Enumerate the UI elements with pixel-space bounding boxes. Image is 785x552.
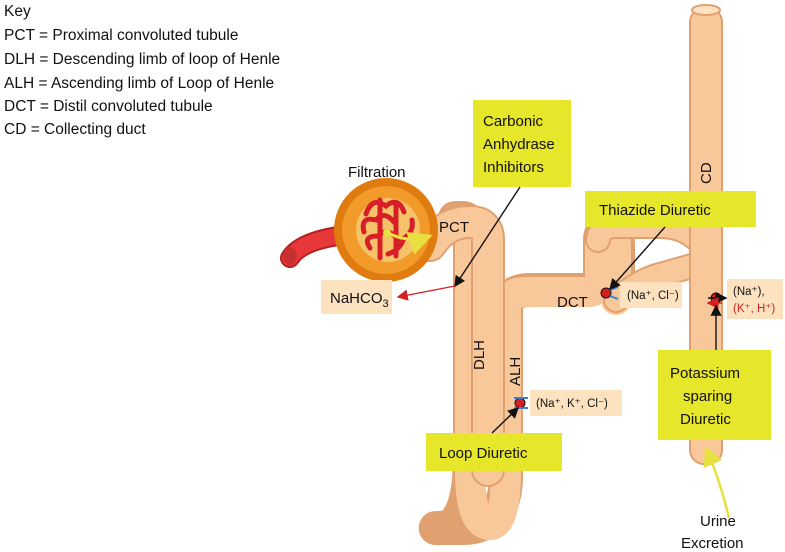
potassium-sparing-box: Potassium sparing Diuretic [658, 350, 771, 440]
key-line-dlh: DLH = Descending limb of loop of Henle [4, 51, 280, 68]
potassium-line-2: sparing [683, 388, 732, 405]
nahco3-bg [321, 280, 392, 314]
cd-ion-box: (Na⁺), (K⁺, H⁺) [727, 279, 783, 319]
loop-diuretic-box: Loop Diuretic [426, 433, 562, 471]
nahco3-text: NaHCO3 [330, 290, 389, 310]
glomerulus [280, 178, 438, 282]
cd-ion-na: (Na⁺), [733, 286, 765, 298]
loop-transporter [514, 397, 528, 409]
key-legend: Key PCT = Proximal convoluted tubule DLH… [4, 3, 280, 138]
key-line-cd: CD = Collecting duct [4, 121, 146, 138]
key-line-pct: PCT = Proximal convoluted tubule [4, 27, 239, 44]
dct-ion-box: (Na⁺, Cl⁻) [620, 282, 682, 308]
cd-ion-kh: (K⁺, H⁺) [733, 303, 775, 315]
vessel-end [283, 247, 297, 265]
thiazide-bg [585, 191, 756, 227]
dlh-label: DLH [471, 340, 488, 370]
key-line-dct: DCT = Distil convoluted tubule [4, 98, 213, 115]
carbonic-line-2: Anhydrase [483, 136, 555, 153]
urine-arrow [703, 445, 731, 519]
loop-diuretic-text: Loop Diuretic [439, 445, 528, 462]
dct-ion-text: (Na⁺, Cl⁻) [627, 290, 679, 302]
dct-label: DCT [557, 294, 588, 311]
dct-transporter-dot [600, 287, 612, 299]
cd-ion-bg [727, 279, 783, 319]
potassium-sparing-bg [658, 350, 771, 440]
carbonic-line-3: Inhibitors [483, 159, 544, 176]
collecting-duct-top [691, 4, 721, 16]
urine-label-line-2: Excretion [681, 535, 744, 552]
potassium-line-1: Potassium [670, 365, 740, 382]
dct-transporter-arrow-2 [609, 295, 619, 300]
key-line-alh: ALH = Ascending limb of Loop of Henle [4, 75, 274, 92]
carbonic-pointer-arrow [454, 186, 521, 288]
cd-transporter [706, 292, 728, 309]
potassium-line-3: Diuretic [680, 411, 731, 428]
alh-label: ALH [507, 357, 524, 386]
carbonic-anhydrase-bg [473, 100, 571, 187]
thiazide-pointer-arrow [609, 226, 666, 291]
loop-ion-box: (Na⁺, K⁺, Cl⁻) [530, 390, 622, 416]
nahco3-box: NaHCO3 [321, 280, 392, 314]
urine-label-line-1: Urine [700, 513, 736, 530]
thiazide-box: Thiazide Diuretic [585, 191, 756, 227]
loop-ion-text: (Na⁺, K⁺, Cl⁻) [536, 398, 608, 410]
filtrate-dot [383, 229, 391, 237]
pct-label: PCT [439, 219, 469, 236]
loop-ion-bg [530, 390, 622, 416]
carbonic-line-1: Carbonic [483, 113, 544, 130]
loop-pointer-arrow [491, 407, 520, 434]
dct-ion-bg [620, 282, 682, 308]
carbonic-anhydrase-box: Carbonic Anhydrase Inhibitors [473, 100, 571, 187]
thiazide-text: Thiazide Diuretic [599, 202, 711, 219]
pct-body [415, 207, 503, 485]
loop-diuretic-bg [426, 433, 562, 471]
key-title: Key [4, 3, 31, 20]
filtration-label: Filtration [348, 164, 406, 181]
cd-label: CD [698, 162, 715, 184]
loop-transporter-dot [514, 397, 526, 409]
nahco3-arrow [396, 285, 456, 301]
